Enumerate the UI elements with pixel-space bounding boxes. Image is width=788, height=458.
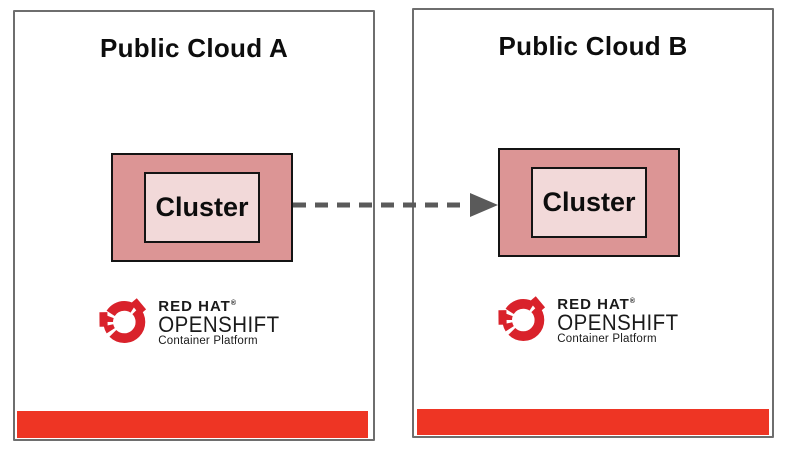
- redhat-openshift-logo-a: RED HAT® OPENSHIFT Container Platform: [99, 296, 288, 348]
- openshift-ring-icon: [498, 296, 546, 341]
- redhat-openshift-logo-b: RED HAT® OPENSHIFT Container Platform: [498, 294, 687, 346]
- logo-brand-text: RED HAT®: [557, 296, 636, 313]
- cluster-node-a: Cluster: [111, 153, 293, 262]
- logo-text-block: RED HAT® OPENSHIFT Container Platform: [557, 294, 687, 346]
- openshift-ring-icon: [99, 298, 147, 343]
- dashed-migration-arrow: [293, 193, 498, 217]
- cluster-node-b: Cluster: [498, 148, 680, 257]
- cloud-a-title: Public Cloud A: [99, 33, 289, 63]
- logo-product-text: OPENSHIFT: [158, 312, 280, 337]
- logo-product-text: OPENSHIFT: [557, 310, 679, 335]
- logo-text-block: RED HAT® OPENSHIFT Container Platform: [158, 296, 288, 348]
- cluster-b-label: Cluster: [531, 167, 647, 238]
- red-accent-bar-b: [417, 409, 769, 435]
- logo-subtitle-text: Container Platform: [557, 333, 657, 345]
- red-accent-bar-a: [17, 411, 368, 438]
- public-cloud-a-box: Public Cloud A Cluster RED HAT® OPENSHIF…: [13, 10, 375, 441]
- public-cloud-b-box: Public Cloud B Cluster RED HAT® OPENSHIF…: [412, 8, 774, 438]
- logo-subtitle-text: Container Platform: [158, 335, 258, 347]
- logo-brand-text: RED HAT®: [158, 298, 237, 315]
- cluster-a-label: Cluster: [144, 172, 260, 243]
- cloud-b-title: Public Cloud B: [498, 31, 688, 61]
